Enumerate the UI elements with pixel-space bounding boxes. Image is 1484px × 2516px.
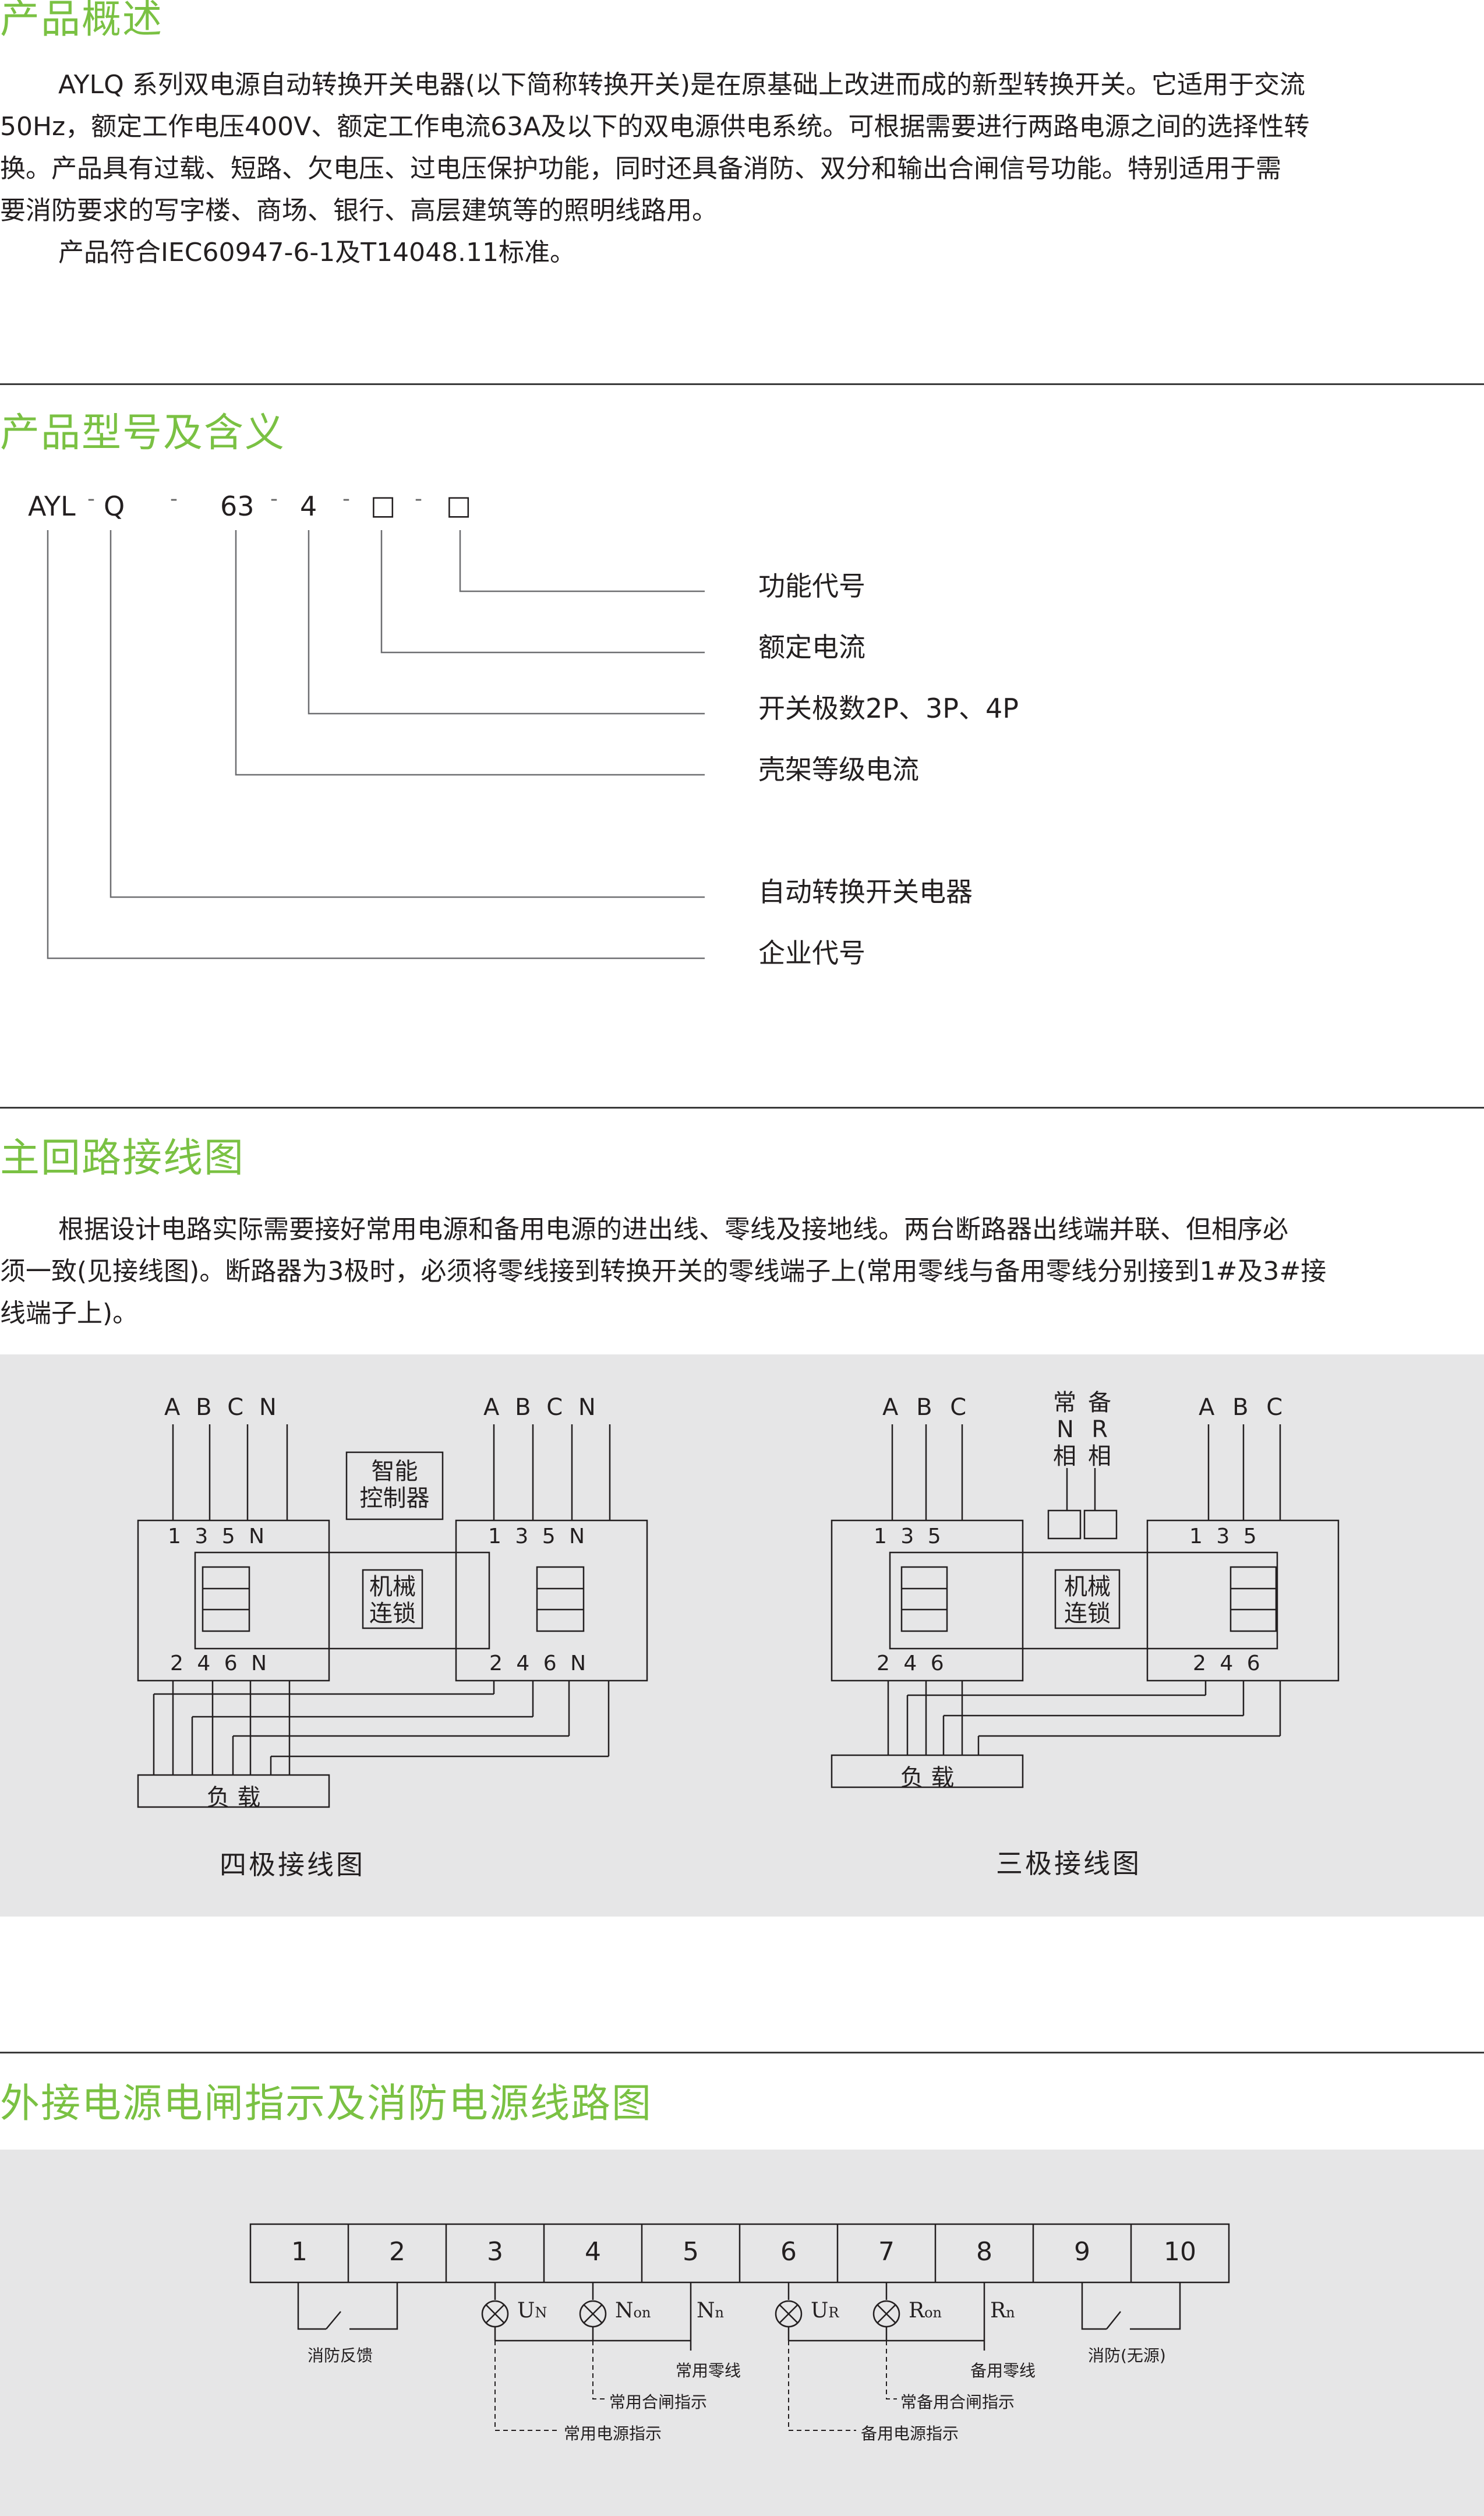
label-standby-neutral: 备用零线	[970, 2361, 1036, 2380]
model-code-function: □	[446, 489, 472, 521]
model-code-dash: -	[415, 487, 422, 511]
label-fire-feedback: 消防反馈	[308, 2346, 373, 2365]
terminal-6: 6	[780, 2237, 797, 2267]
section-divider	[0, 2052, 1484, 2053]
label-standby-closing-indicator: 常备用合闸指示	[900, 2393, 1015, 2412]
four-pole-phase-labels-right: A B C N	[483, 1394, 596, 1421]
overview-line: 50Hz，额定工作电压400V、额定工作电流63A及以下的双电源供电系统。可根据…	[0, 112, 1310, 142]
model-diagram: AYL - Q - 63 - 4 - □ - □ 功能代号 额定电流 开关极数2…	[0, 484, 1484, 1008]
four-pole-bottom-terminals-left: 2 4 6 N	[170, 1652, 267, 1675]
terminal-8: 8	[976, 2237, 992, 2267]
terminal-2: 2	[389, 2237, 405, 2267]
wiring-line: 须一致(见接线图)。断路器为3极时，必须将零线接到转换开关的零线端子上(常用零线…	[0, 1257, 1327, 1286]
three-pole-caption: 三极接线图	[996, 1848, 1142, 1879]
terminal-strip	[249, 2223, 1230, 2431]
overview-paragraph: AYLQ 系列双电源自动转换开关电器(以下简称转换开关)是在原基础上改进而成的新…	[0, 64, 1479, 274]
model-code-poles: 4	[300, 491, 317, 522]
wiring-paragraph: 根据设计电路实际需要接好常用电源和备用电源的进出线、零线及接地线。两台断路器出线…	[0, 1209, 1479, 1335]
phase-c: C	[546, 1394, 563, 1421]
model-code-dash: -	[270, 487, 278, 511]
terminal-10: 10	[1164, 2237, 1196, 2267]
overview-line: 换。产品具有过载、短路、欠电压、过电压保护功能，同时还具备消防、双分和输出合闸信…	[0, 154, 1281, 184]
terminal-7: 7	[878, 2237, 895, 2267]
meaning-ats: 自动转换开关电器	[758, 876, 973, 908]
wiring-line: 根据设计电路实际需要接好常用电源和备用电源的进出线、零线及接地线。两台断路器出线…	[58, 1215, 1288, 1244]
meaning-poles: 开关极数2P、3P、4P	[758, 693, 1019, 724]
meaning-function-code: 功能代号	[758, 570, 865, 602]
meaning-frame-current: 壳架等级电流	[758, 754, 919, 785]
three-pole-bottom-terminals-right: 2 4 6	[1193, 1652, 1260, 1675]
terminal-5: 5	[683, 2237, 699, 2267]
overview-standard: 产品符合IEC60947-6-1及T14048.11标准。	[58, 238, 576, 267]
four-pole-caption: 四极接线图	[220, 1849, 365, 1880]
signal-ron: Ron	[909, 2299, 942, 2323]
phase-b: B	[515, 1394, 531, 1421]
three-pole-top-terminals-left: 1 3 5	[874, 1525, 941, 1548]
signal-ur: UR	[811, 2299, 839, 2323]
section-divider	[0, 383, 1484, 385]
four-pole-top-terminals-left: 1 3 5 N	[168, 1525, 265, 1548]
model-code-dash: -	[87, 487, 95, 511]
model-code-rated-current: □	[370, 489, 396, 521]
phase-a: A	[483, 1394, 500, 1421]
three-pole-phase-labels-left: A B C	[882, 1394, 967, 1421]
wiring-diagram-panel: A B C N A B C N 1 3 5 N 1 3 5 N 2 4 6 N …	[0, 1354, 1484, 1917]
phase-n: N	[259, 1394, 277, 1421]
four-pole-top-terminals-right: 1 3 5 N	[488, 1525, 585, 1548]
three-pole-interlock-label: 机械连锁	[1064, 1573, 1111, 1627]
overview-line: AYLQ 系列双电源自动转换开关电器(以下简称转换开关)是在原基础上改进而成的新…	[58, 70, 1306, 100]
wiring-line: 线端子上)。	[0, 1298, 139, 1328]
terminal-1: 1	[291, 2237, 308, 2267]
signal-non: Non	[615, 2299, 651, 2323]
three-pole-phase-labels-right: A B C	[1199, 1394, 1283, 1421]
four-pole-bottom-terminals-right: 2 4 6 N	[489, 1652, 586, 1675]
wiring-title: 主回路接线图	[0, 1135, 245, 1181]
model-code-q: Q	[104, 491, 125, 522]
three-pole-load-label: 负 载	[900, 1765, 955, 1791]
model-code-frame-current: 63	[220, 491, 255, 522]
three-pole-bottom-terminals-left: 2 4 6	[877, 1652, 944, 1675]
four-pole-interlock-label: 机械连锁	[369, 1573, 416, 1627]
terminal-4: 4	[585, 2237, 601, 2267]
signal-rn: Rn	[990, 2299, 1015, 2323]
external-title: 外接电源电闸指示及消防电源线路图	[0, 2081, 653, 2127]
smart-controller-label: 智能控制器	[359, 1458, 430, 1512]
label-normal-power-indicator: 常用电源指示	[564, 2424, 662, 2443]
meaning-rated-current: 额定电流	[758, 631, 865, 663]
phase-a: A	[164, 1394, 181, 1421]
model-code-enterprise: AYL	[28, 491, 76, 522]
phase-c: C	[227, 1394, 244, 1421]
meaning-enterprise: 企业代号	[758, 937, 865, 969]
model-title: 产品型号及含义	[0, 410, 286, 456]
label-normal-closing-indicator: 常用合闸指示	[609, 2393, 708, 2412]
section-divider	[0, 1107, 1484, 1109]
phase-b: B	[196, 1394, 212, 1421]
three-pole-top-terminals-right: 1 3 5	[1189, 1525, 1257, 1548]
wiring-diagrams	[137, 1424, 1340, 1808]
label-normal-neutral: 常用零线	[676, 2361, 741, 2380]
model-code-dash: -	[342, 487, 350, 511]
four-pole-phase-labels-left: A B C N	[164, 1394, 277, 1421]
signal-un: UN	[517, 2299, 547, 2323]
terminal-numbers: 1 2 3 4 5 6 7 8 9 10	[250, 2237, 1229, 2267]
terminal-9: 9	[1074, 2237, 1090, 2267]
four-pole-load-label: 负 载	[206, 1784, 261, 1811]
signal-nn: Nn	[697, 2299, 724, 2323]
label-standby-power-indicator: 备用电源指示	[861, 2424, 959, 2443]
external-diagram-panel: 1 2 3 4 5 6 7 8 9 10 UN Non Nn UR Ron Rn…	[0, 2150, 1484, 2516]
phase-n: N	[578, 1394, 596, 1421]
terminal-3: 3	[487, 2237, 503, 2267]
model-code-dash: -	[170, 487, 178, 511]
overview-title: 产品概述	[0, 0, 164, 43]
label-fire-passive: 消防(无源)	[1088, 2346, 1166, 2365]
overview-line: 要消防要求的写字楼、商场、银行、高层建筑等的照明线路用。	[0, 196, 718, 225]
model-leader-lines	[47, 530, 705, 959]
